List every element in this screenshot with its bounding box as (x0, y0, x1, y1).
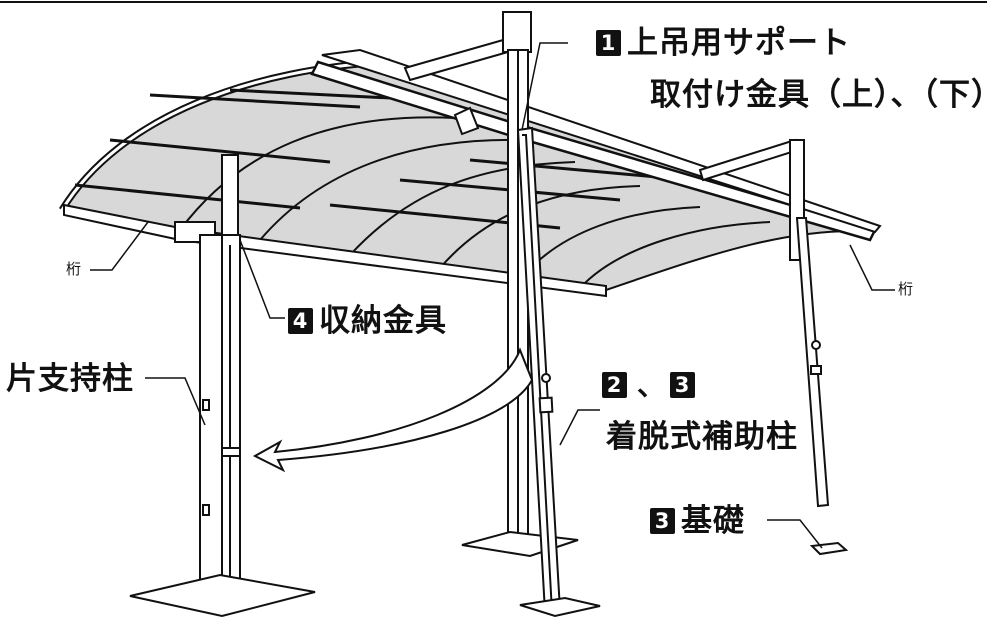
badge-2: 2 (602, 372, 627, 398)
inner-post (221, 154, 239, 236)
aux-post-label: 着脱式補助柱 (606, 419, 798, 455)
beam-label-left: 桁 (66, 260, 82, 278)
support-label-line1: 上吊用サポート (627, 25, 851, 61)
left-single-post (129, 221, 316, 618)
beam-clip (453, 106, 480, 136)
badge-3: 3 (670, 372, 696, 398)
single-post-label: 片支持柱 (6, 361, 134, 397)
badge-separator: 、 (637, 369, 667, 402)
foundation-text: 基礎 (681, 503, 745, 539)
badge-1: 1 (596, 30, 621, 56)
badge-4: 4 (288, 308, 313, 334)
badge-3-foundation: 3 (650, 508, 675, 534)
aux-post-badges: 2 、3 (602, 370, 701, 401)
back-beam (403, 36, 517, 82)
leader-lines (90, 42, 895, 549)
storage-fitting-text: 収納金具 (319, 303, 447, 339)
storage-arrow (252, 347, 534, 473)
beam-label-right: 桁 (898, 280, 914, 298)
support-label-line2: 取付け金具（上）、（下） (650, 77, 987, 113)
front-aux-post (516, 126, 601, 618)
right-aux-post (795, 217, 849, 556)
